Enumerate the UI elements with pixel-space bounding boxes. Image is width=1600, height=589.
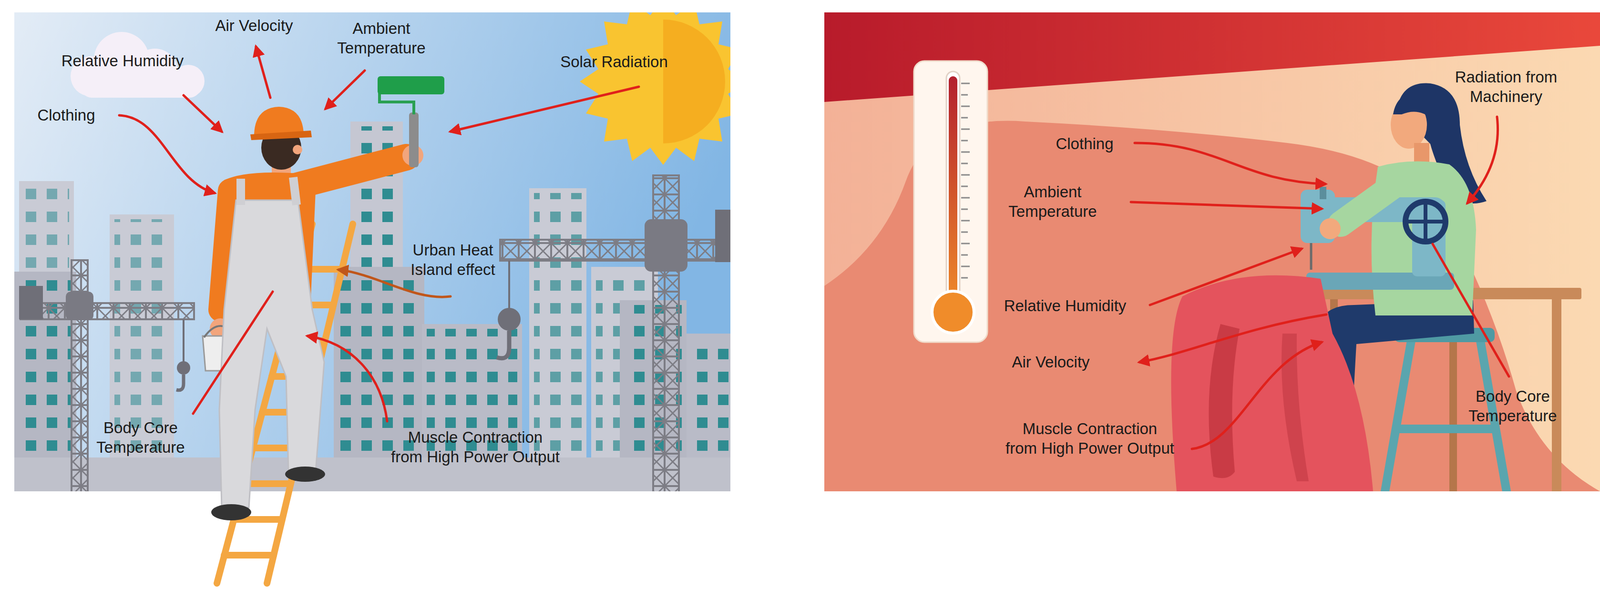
factor-label: Relative Humidity xyxy=(61,51,185,71)
factor-label: Clothing xyxy=(37,105,95,125)
leader-line xyxy=(1432,244,1509,377)
city-front xyxy=(14,266,731,492)
leader-arrow xyxy=(1139,314,1327,363)
factor-label: Air Velocity xyxy=(215,15,293,36)
factor-label: Clothing xyxy=(1055,133,1114,154)
indoor-scene xyxy=(824,12,1600,492)
leader-arrow xyxy=(1134,143,1326,185)
city-back xyxy=(19,121,658,492)
fabric xyxy=(1170,275,1374,492)
sun xyxy=(579,12,731,165)
sewing-machine xyxy=(1300,186,1455,290)
factor-label: Ambient Temperature xyxy=(324,18,439,59)
crane xyxy=(19,260,195,492)
arm xyxy=(1340,186,1393,225)
thermometer xyxy=(913,61,988,343)
leader-arrow xyxy=(1191,342,1322,450)
leader-arrows xyxy=(119,46,1509,450)
leader-arrow xyxy=(1467,116,1498,204)
factor-label: Ambient Temperature xyxy=(995,182,1110,222)
leader-arrow xyxy=(325,70,365,109)
factor-label: Muscle Contraction from High Power Outpu… xyxy=(989,419,1190,459)
leader-arrow xyxy=(307,336,388,422)
factor-label: Body Core Temperature xyxy=(85,418,196,458)
factor-label: Air Velocity xyxy=(1011,352,1090,372)
factor-label: Urban Heat Island effect xyxy=(395,240,511,280)
factor-label: Solar Radiation xyxy=(560,51,668,72)
factor-label: Relative Humidity xyxy=(1004,296,1127,316)
leader-arrow xyxy=(450,86,639,132)
outdoor-scene xyxy=(14,12,731,492)
hand xyxy=(1319,218,1341,240)
leader-arrow xyxy=(1149,248,1302,306)
leader-arrow xyxy=(256,46,271,98)
leader-arrow xyxy=(1130,202,1322,209)
leader-arrow xyxy=(119,115,215,194)
factor-label: Muscle Contraction from High Power Outpu… xyxy=(375,427,576,468)
leader-line xyxy=(193,291,273,414)
factor-label: Body Core Temperature xyxy=(1457,386,1568,427)
leader-arrow xyxy=(183,95,222,132)
factor-label: Radiation from Machinery xyxy=(1441,67,1571,107)
